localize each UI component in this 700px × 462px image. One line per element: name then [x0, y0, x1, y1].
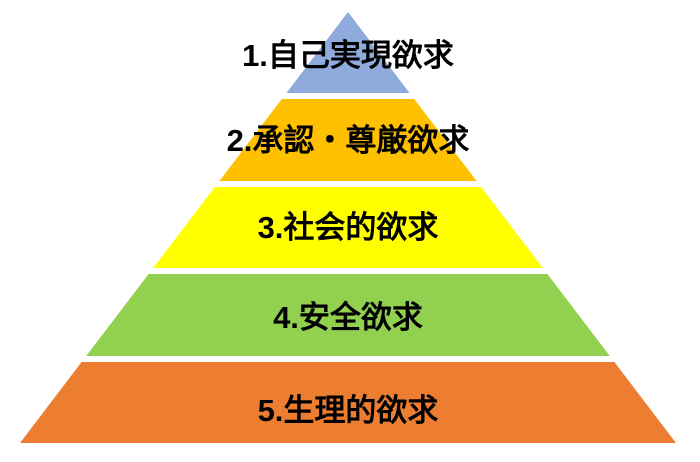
- pyramid-level-1-shape: [286, 12, 410, 93]
- pyramid-level-4-shape: [86, 274, 610, 356]
- pyramid-level-2-shape: [219, 99, 477, 181]
- pyramid-level-3-shape: [153, 187, 543, 268]
- pyramid-level-5-shape: [20, 362, 676, 443]
